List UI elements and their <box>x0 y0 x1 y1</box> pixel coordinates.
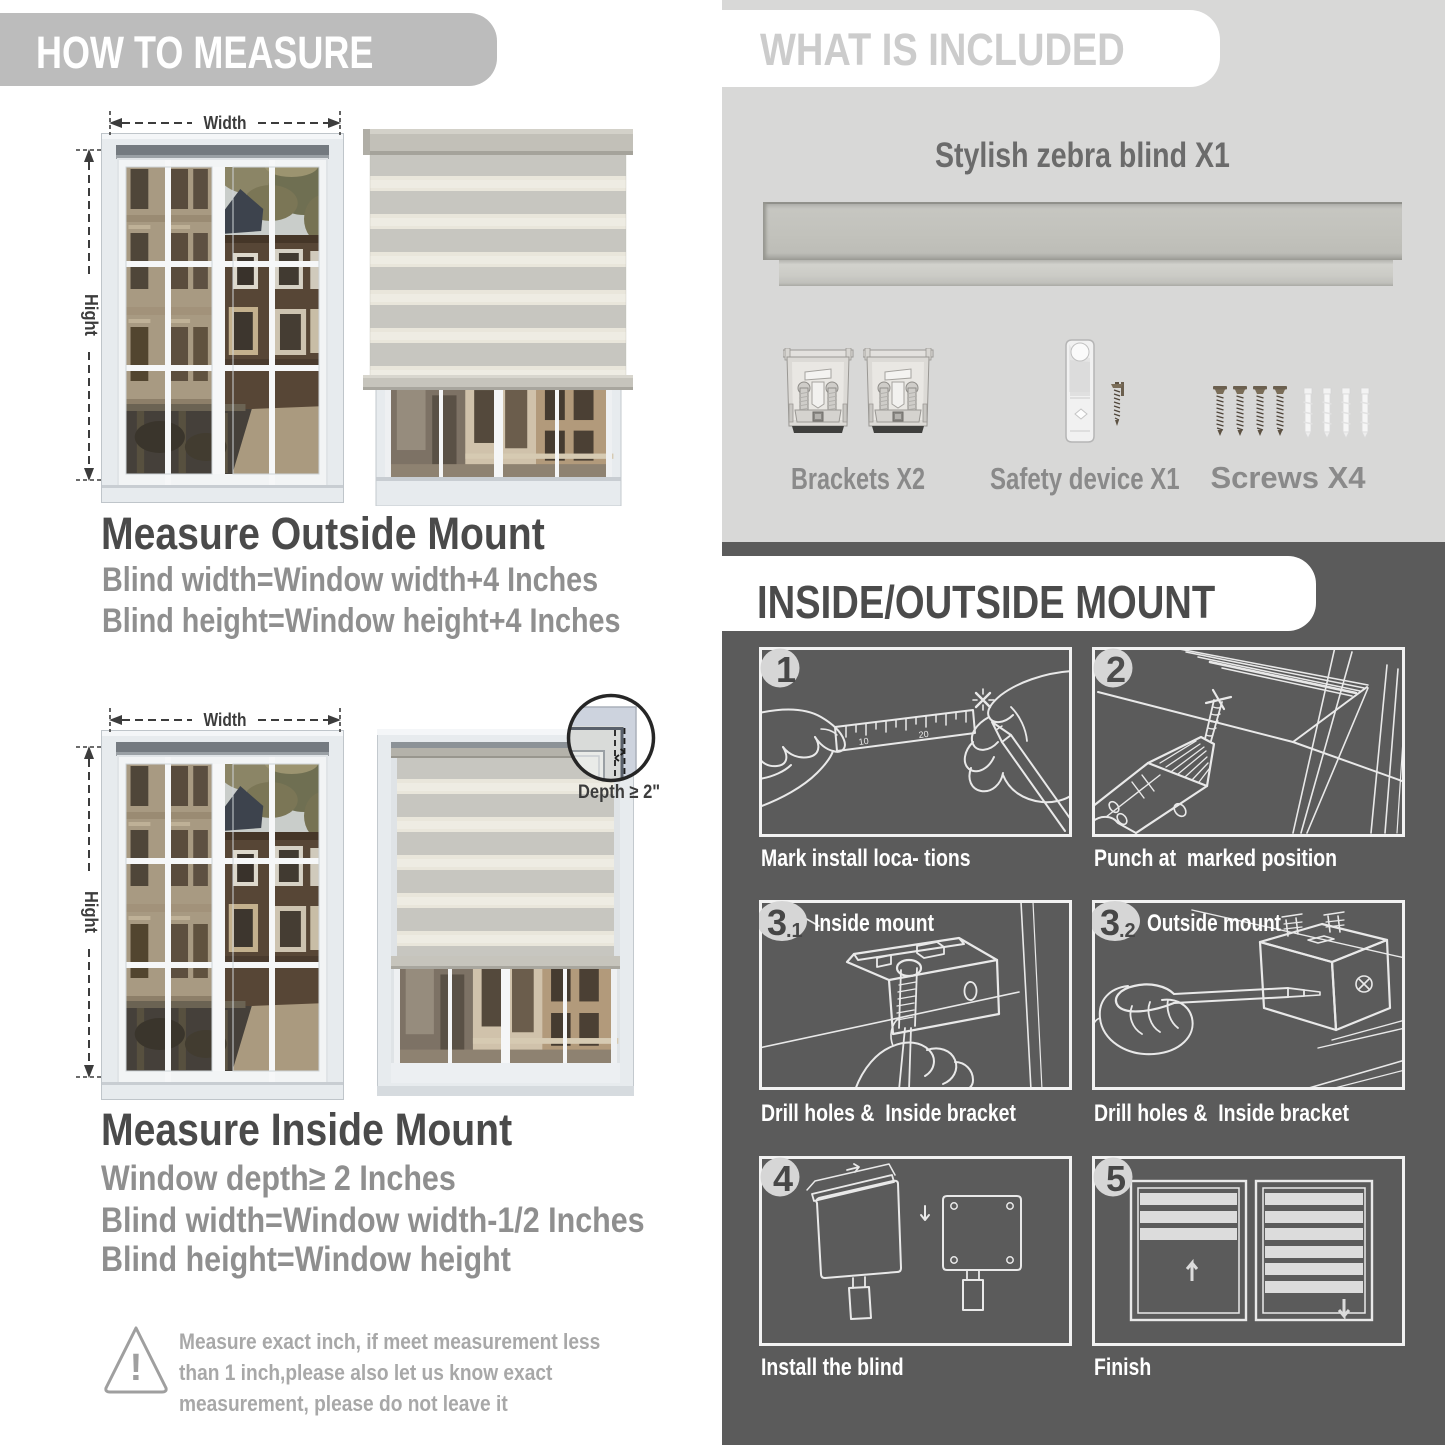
svg-text:4: 4 <box>773 1158 793 1199</box>
svg-text:!: ! <box>130 1347 143 1389</box>
svg-text:3: 3 <box>1100 902 1120 943</box>
svg-text:5: 5 <box>1106 1158 1126 1199</box>
svg-text:20: 20 <box>918 729 929 740</box>
svg-text:10: 10 <box>858 736 869 747</box>
svg-text:.2: .2 <box>1119 920 1136 942</box>
svg-text:3: 3 <box>767 902 787 943</box>
svg-text:Hight: Hight <box>81 294 101 336</box>
svg-text:Hight: Hight <box>81 891 101 933</box>
svg-text:2: 2 <box>1106 649 1126 690</box>
svg-text:Outside mount: Outside mount <box>1147 910 1281 937</box>
svg-text:.1: .1 <box>786 920 803 942</box>
svg-text:Width: Width <box>204 113 247 133</box>
svg-text:Inside mount: Inside mount <box>814 910 934 937</box>
svg-text:Width: Width <box>204 710 247 730</box>
svg-text:1: 1 <box>776 649 796 690</box>
